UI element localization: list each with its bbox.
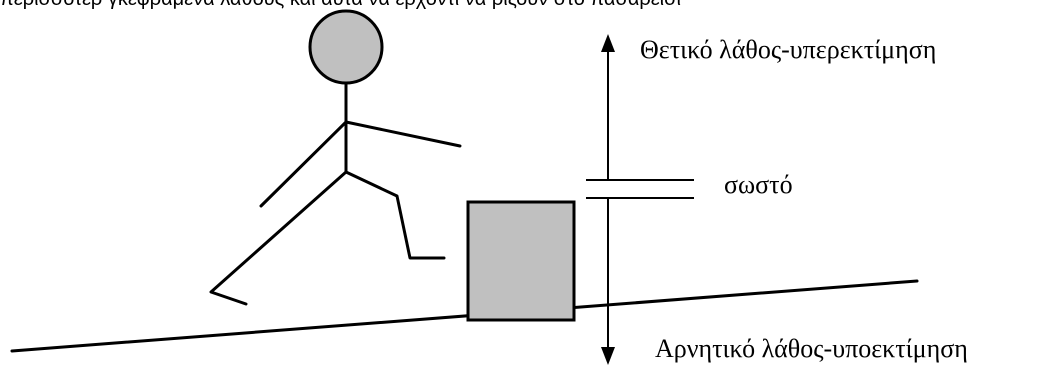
label-positive-error: Θετικό λάθος-υπερεκτίμηση	[640, 35, 937, 64]
error-axis	[586, 34, 694, 365]
ground-line	[10, 279, 919, 353]
arrow-up-icon	[601, 34, 615, 52]
cropped-top-text: περισσότερ γκεφραμένα λάθους και αυτά να…	[0, 0, 1039, 11]
figure-leg-back	[209, 170, 348, 306]
arrow-down-icon	[601, 347, 615, 365]
stick-figure	[209, 9, 462, 306]
figure-arm-left	[259, 120, 348, 208]
gray-box	[466, 200, 576, 322]
label-negative-error: Αρνητικό λάθος-υποεκτίμηση	[655, 334, 968, 363]
figure-arm-right	[344, 120, 462, 148]
label-correct: σωστό	[724, 170, 793, 199]
figure-head	[308, 9, 384, 85]
figure-leg-front	[344, 170, 446, 260]
